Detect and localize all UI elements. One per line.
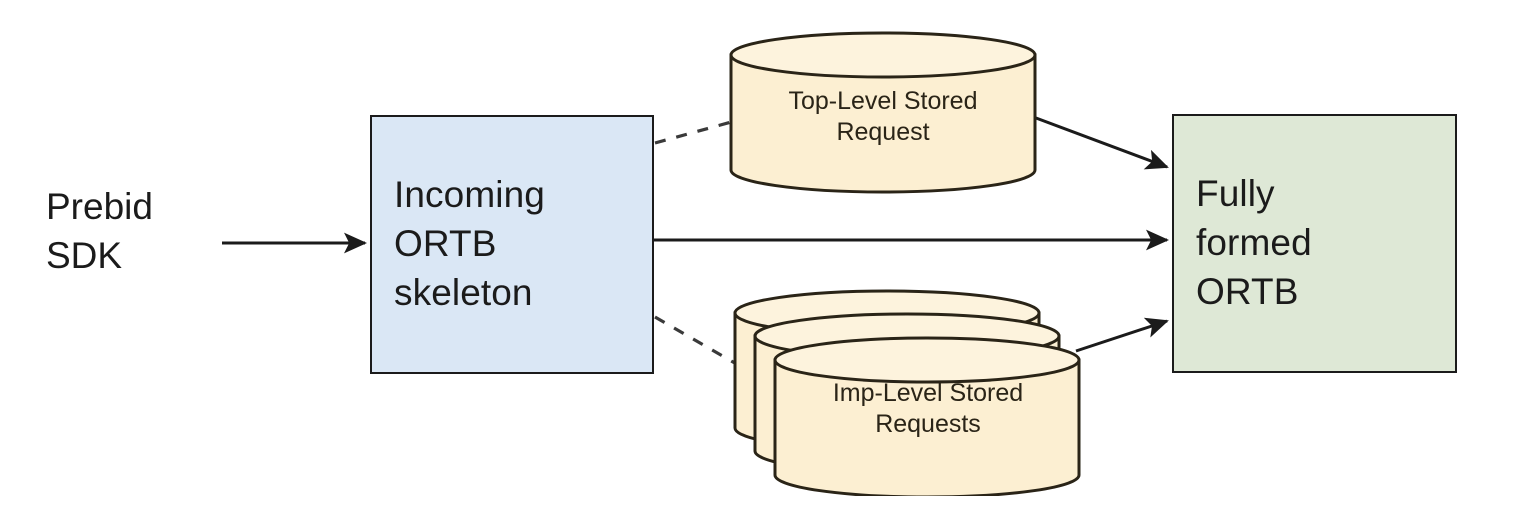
- node-imp-level-stored-requests[interactable]: [726, 288, 1090, 496]
- node-fully-formed-ortb[interactable]: Fully formed ORTB: [1172, 114, 1457, 373]
- cylinder-front: [773, 336, 1081, 496]
- edge-imp-level-to-fully-formed: [1075, 317, 1169, 353]
- node-top-level-stored-request-label: Top-Level Stored Request: [788, 87, 978, 146]
- node-fully-formed-ortb-label: Fully formed ORTB: [1196, 173, 1312, 312]
- node-prebid-sdk: Prebid SDK: [46, 186, 153, 276]
- node-imp-level-stored-requests-label: Imp-Level Stored Requests: [832, 379, 1024, 438]
- node-incoming-ortb-skeleton[interactable]: Incoming ORTB skeleton: [370, 115, 654, 374]
- edge-top-level-to-fully-formed: [1035, 116, 1169, 170]
- edge-incoming-to-top-level: [654, 119, 736, 145]
- cylinder-body: [729, 53, 1037, 194]
- node-top-level-stored-request[interactable]: [722, 30, 1044, 196]
- node-incoming-ortb-skeleton-label: Incoming ORTB skeleton: [394, 174, 545, 313]
- cylinder-top-ellipse: [729, 31, 1037, 79]
- edge-incoming-to-imp-level: [654, 315, 741, 368]
